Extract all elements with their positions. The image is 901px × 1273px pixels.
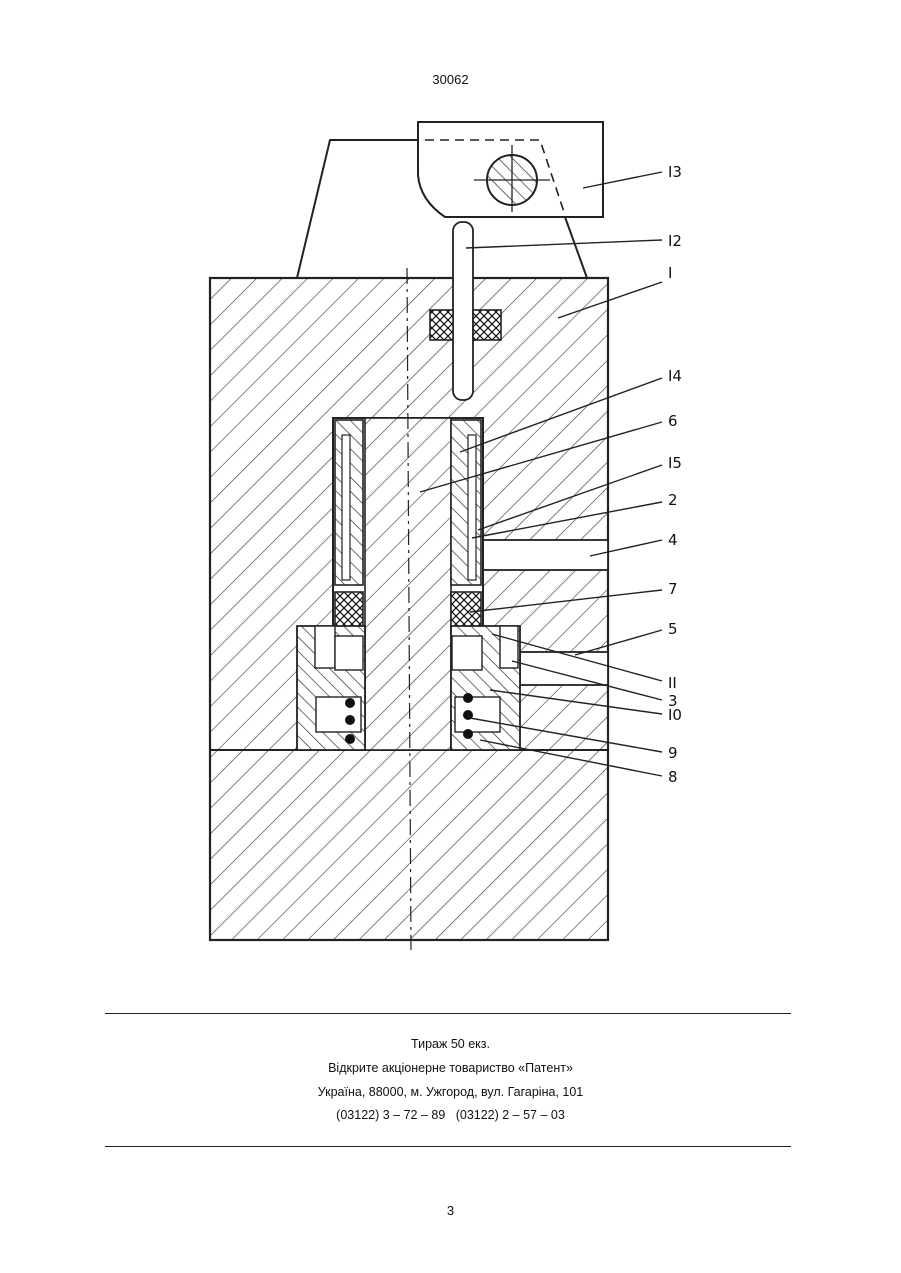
label-6: 6 [668, 412, 678, 430]
imprint-circulation: Тираж 50 екз. [0, 1032, 901, 1056]
label-1: I [668, 264, 672, 282]
part-labels: I3 I2 I I4 6 I5 2 4 7 5 II 3 I0 9 8 [668, 163, 682, 786]
imprint-phones: (03122) 3 – 72 – 89 (03122) 2 – 57 – 03 [0, 1103, 901, 1127]
label-2: 2 [668, 491, 678, 509]
label-7: 7 [668, 580, 678, 598]
label-8: 8 [668, 768, 678, 786]
top-divider [105, 1013, 791, 1014]
label-13: I3 [668, 163, 682, 181]
imprint-publisher: Відкрите акціонерне товариство «Патент» [0, 1056, 901, 1080]
label-5: 5 [668, 620, 678, 638]
label-11: II [668, 674, 677, 692]
label-12: I2 [668, 232, 682, 250]
label-9: 9 [668, 744, 678, 762]
page-number: 3 [0, 1203, 901, 1218]
label-14: I4 [668, 367, 682, 385]
label-10: I0 [668, 706, 682, 724]
label-4: 4 [668, 531, 678, 549]
technical-drawing: I3 I2 I I4 6 I5 2 4 7 5 II 3 I0 9 8 [0, 0, 901, 1000]
label-15: I5 [668, 454, 682, 472]
top-bracket [297, 122, 603, 278]
bottom-divider [105, 1146, 791, 1147]
imprint-address: Україна, 88000, м. Ужгород, вул. Гагарін… [0, 1080, 901, 1104]
